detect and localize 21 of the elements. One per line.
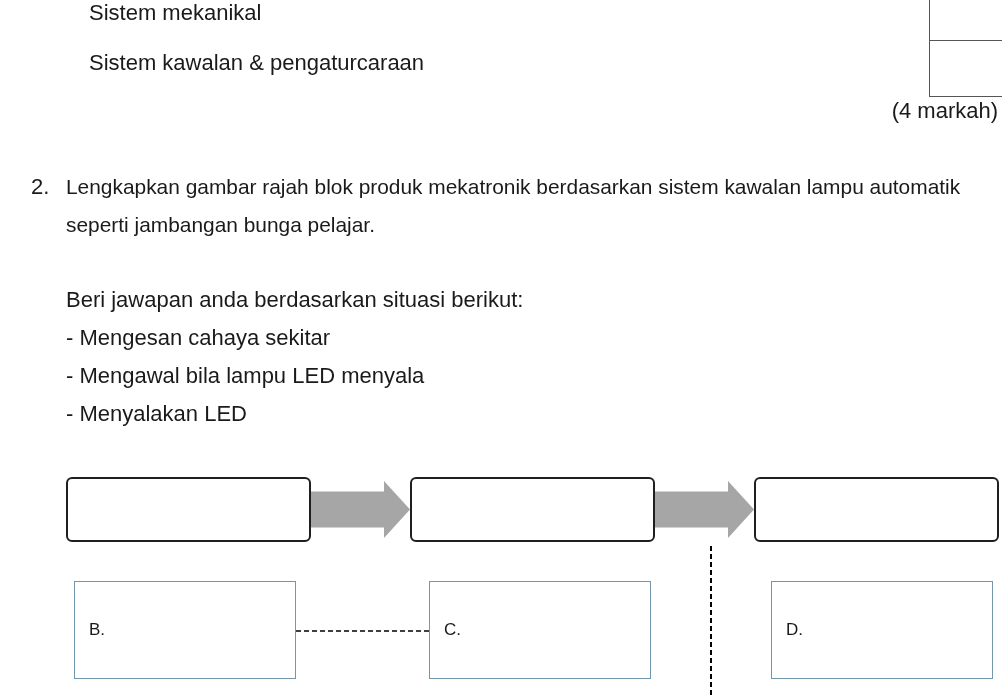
marks-note: (4 markah): [891, 98, 998, 124]
question-text: Lengkapkan gambar rajah blok produk mekatronik berdasarkan sistem kawalan lampu automatik seperti jambangan bunga pelajar.: [66, 174, 962, 238]
item-label: Sistem mekanikal: [89, 0, 262, 26]
question-number: 2.: [31, 174, 50, 200]
instruction-text: Beri jawapan anda berdasarkan situasi berikut:: [66, 287, 524, 313]
item-label: Sistem kawalan & pengaturcaraan: [89, 50, 425, 76]
box-letter: B.: [89, 620, 106, 640]
box-letter: D.: [786, 620, 803, 640]
rounded-box: [754, 477, 999, 542]
rounded-box: [66, 477, 311, 542]
dashed-line: [295, 630, 430, 632]
rounded-box: [410, 477, 655, 542]
block-arrow: [655, 481, 754, 538]
box-letter: C.: [444, 620, 461, 640]
list-item: - Mengesan cahaya sekitar: [66, 325, 331, 351]
labeled-box: [771, 581, 993, 679]
list-item: - Menyalakan LED: [66, 401, 247, 427]
list-item: - Mengawal bila lampu LED menyala: [66, 363, 425, 389]
labeled-box: [74, 581, 296, 679]
block-arrow: [311, 481, 410, 538]
labeled-box: [429, 581, 651, 679]
